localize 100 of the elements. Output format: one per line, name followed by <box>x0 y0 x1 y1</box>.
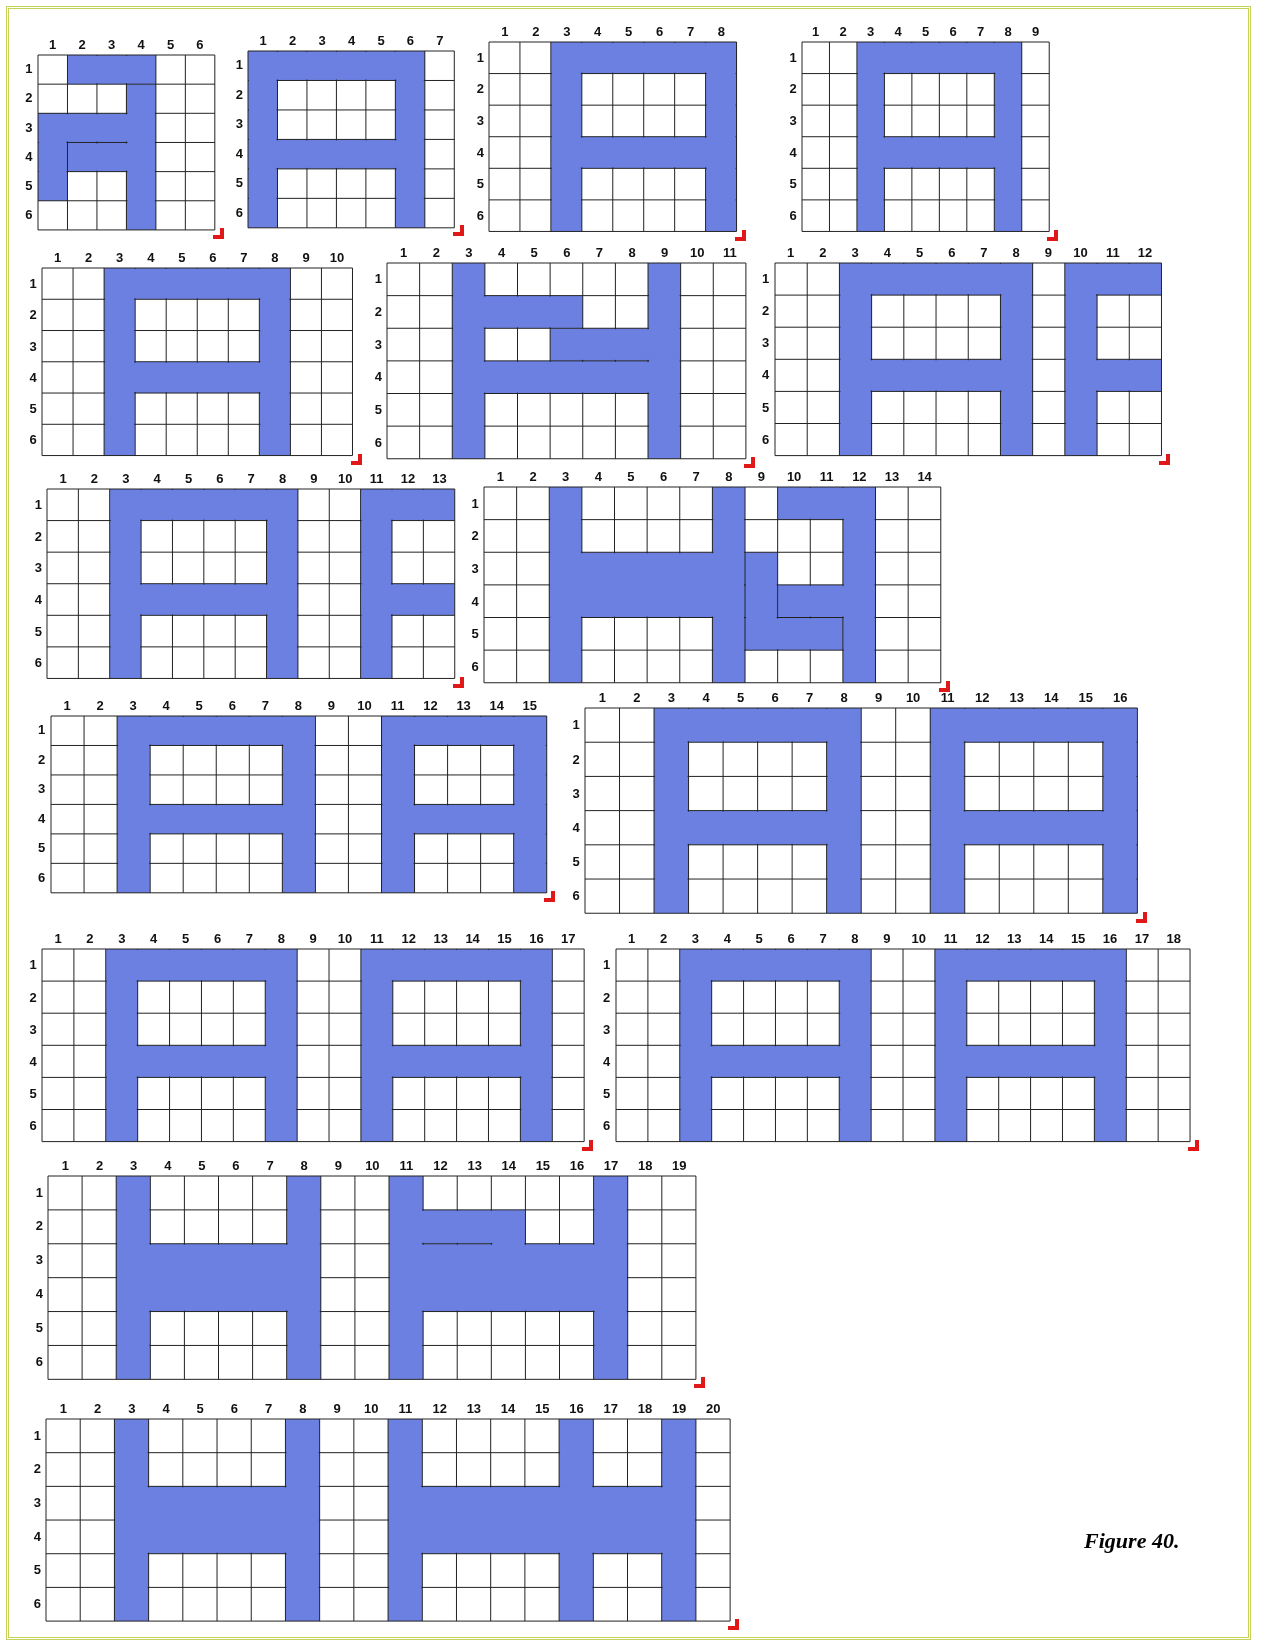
column-number: 13 <box>465 1401 483 1416</box>
row-number: 5 <box>28 402 38 417</box>
column-number: 16 <box>568 1401 585 1416</box>
column-number: 9 <box>301 251 311 266</box>
column-number: 5 <box>735 691 746 706</box>
column-number: 3 <box>106 37 117 52</box>
column-number: 5 <box>376 33 386 48</box>
row-number: 2 <box>24 91 34 106</box>
column-number: 9 <box>308 932 318 947</box>
row-number: 2 <box>32 1462 42 1477</box>
column-number: 13 <box>1006 932 1023 947</box>
row-number: 2 <box>475 82 485 97</box>
column-number: 13 <box>431 472 448 487</box>
column-number: 13 <box>466 1158 483 1173</box>
column-number: 6 <box>405 33 416 48</box>
row-number: 5 <box>761 400 771 415</box>
column-number: 1 <box>786 246 796 261</box>
column-number: 16 <box>568 1158 586 1173</box>
column-number: 6 <box>948 25 958 40</box>
column-number: 7 <box>979 246 989 261</box>
column-number: 1 <box>597 691 608 706</box>
column-number: 2 <box>818 246 828 261</box>
column-number: 11 <box>369 932 385 947</box>
column-number: 15 <box>1069 932 1087 947</box>
row-number: 4 <box>761 368 771 383</box>
row-number: 3 <box>34 1253 44 1268</box>
column-number: 2 <box>77 37 87 52</box>
row-number: 2 <box>234 87 244 102</box>
column-number: 17 <box>560 932 577 947</box>
row-number: 2 <box>33 529 43 544</box>
column-number: 19 <box>671 1158 688 1173</box>
column-number: 18 <box>636 1401 654 1416</box>
column-number: 6 <box>212 932 223 947</box>
row-number: 1 <box>34 1185 44 1200</box>
column-number: 3 <box>561 470 571 485</box>
row-number: 3 <box>602 1022 612 1037</box>
column-number: 8 <box>270 251 280 266</box>
column-number: 20 <box>705 1401 722 1416</box>
row-number: 1 <box>761 272 771 287</box>
row-number: 4 <box>373 370 383 385</box>
column-number: 16 <box>1112 691 1129 706</box>
column-number: 6 <box>215 472 225 487</box>
column-number: 7 <box>685 25 696 40</box>
column-number: 10 <box>785 470 803 485</box>
column-number: 1 <box>58 472 68 487</box>
column-number: 1 <box>258 33 268 48</box>
column-number: 4 <box>701 691 711 706</box>
column-number: 2 <box>531 25 541 40</box>
column-number: 17 <box>602 1158 620 1173</box>
column-number: 7 <box>594 246 604 261</box>
column-number: 11 <box>398 1158 415 1173</box>
column-number: 12 <box>432 1158 449 1173</box>
column-number: 14 <box>1038 932 1055 947</box>
row-number: 1 <box>24 62 34 77</box>
column-number: 6 <box>786 932 796 947</box>
row-number: 1 <box>32 1428 42 1443</box>
column-number: 5 <box>921 25 931 40</box>
column-number: 15 <box>1077 691 1094 706</box>
row-number: 5 <box>24 178 34 193</box>
column-number: 4 <box>593 25 603 40</box>
column-number: 4 <box>161 698 171 713</box>
column-number: 12 <box>400 932 418 947</box>
column-number: 6 <box>231 1158 241 1173</box>
column-number: 1 <box>627 932 637 947</box>
column-number: 3 <box>117 932 127 947</box>
column-number: 2 <box>89 472 99 487</box>
row-number: 1 <box>475 50 485 65</box>
row-number: 3 <box>33 561 43 576</box>
column-number: 8 <box>277 472 288 487</box>
row-number: 6 <box>234 205 244 220</box>
column-number: 1 <box>62 698 72 713</box>
column-number: 15 <box>496 932 513 947</box>
column-number: 2 <box>95 698 105 713</box>
column-number: 10 <box>364 1158 381 1173</box>
column-number: 5 <box>177 251 187 266</box>
row-number: 1 <box>373 272 383 287</box>
column-number: 6 <box>654 25 665 40</box>
column-number: 8 <box>724 470 734 485</box>
column-number: 7 <box>804 691 815 706</box>
column-number: 2 <box>85 932 95 947</box>
column-number: 4 <box>163 1158 173 1173</box>
row-number: 4 <box>28 1054 38 1069</box>
column-number: 10 <box>910 932 927 947</box>
row-number: 3 <box>36 782 47 797</box>
figure-caption: Figure 40. <box>1084 1528 1180 1555</box>
column-number: 9 <box>1030 25 1041 40</box>
row-number: 3 <box>28 339 38 354</box>
column-number: 1 <box>500 25 510 40</box>
column-number: 10 <box>356 698 373 713</box>
row-number: 5 <box>788 177 798 192</box>
column-number: 11 <box>397 1401 414 1416</box>
row-number: 6 <box>788 208 798 223</box>
row-number: 1 <box>36 723 47 738</box>
column-number: 13 <box>432 932 449 947</box>
column-number: 9 <box>1043 246 1053 261</box>
column-number: 7 <box>239 251 249 266</box>
row-number: 4 <box>470 594 480 609</box>
row-number: 3 <box>24 120 34 135</box>
column-number: 2 <box>431 246 441 261</box>
column-number: 10 <box>328 251 346 266</box>
